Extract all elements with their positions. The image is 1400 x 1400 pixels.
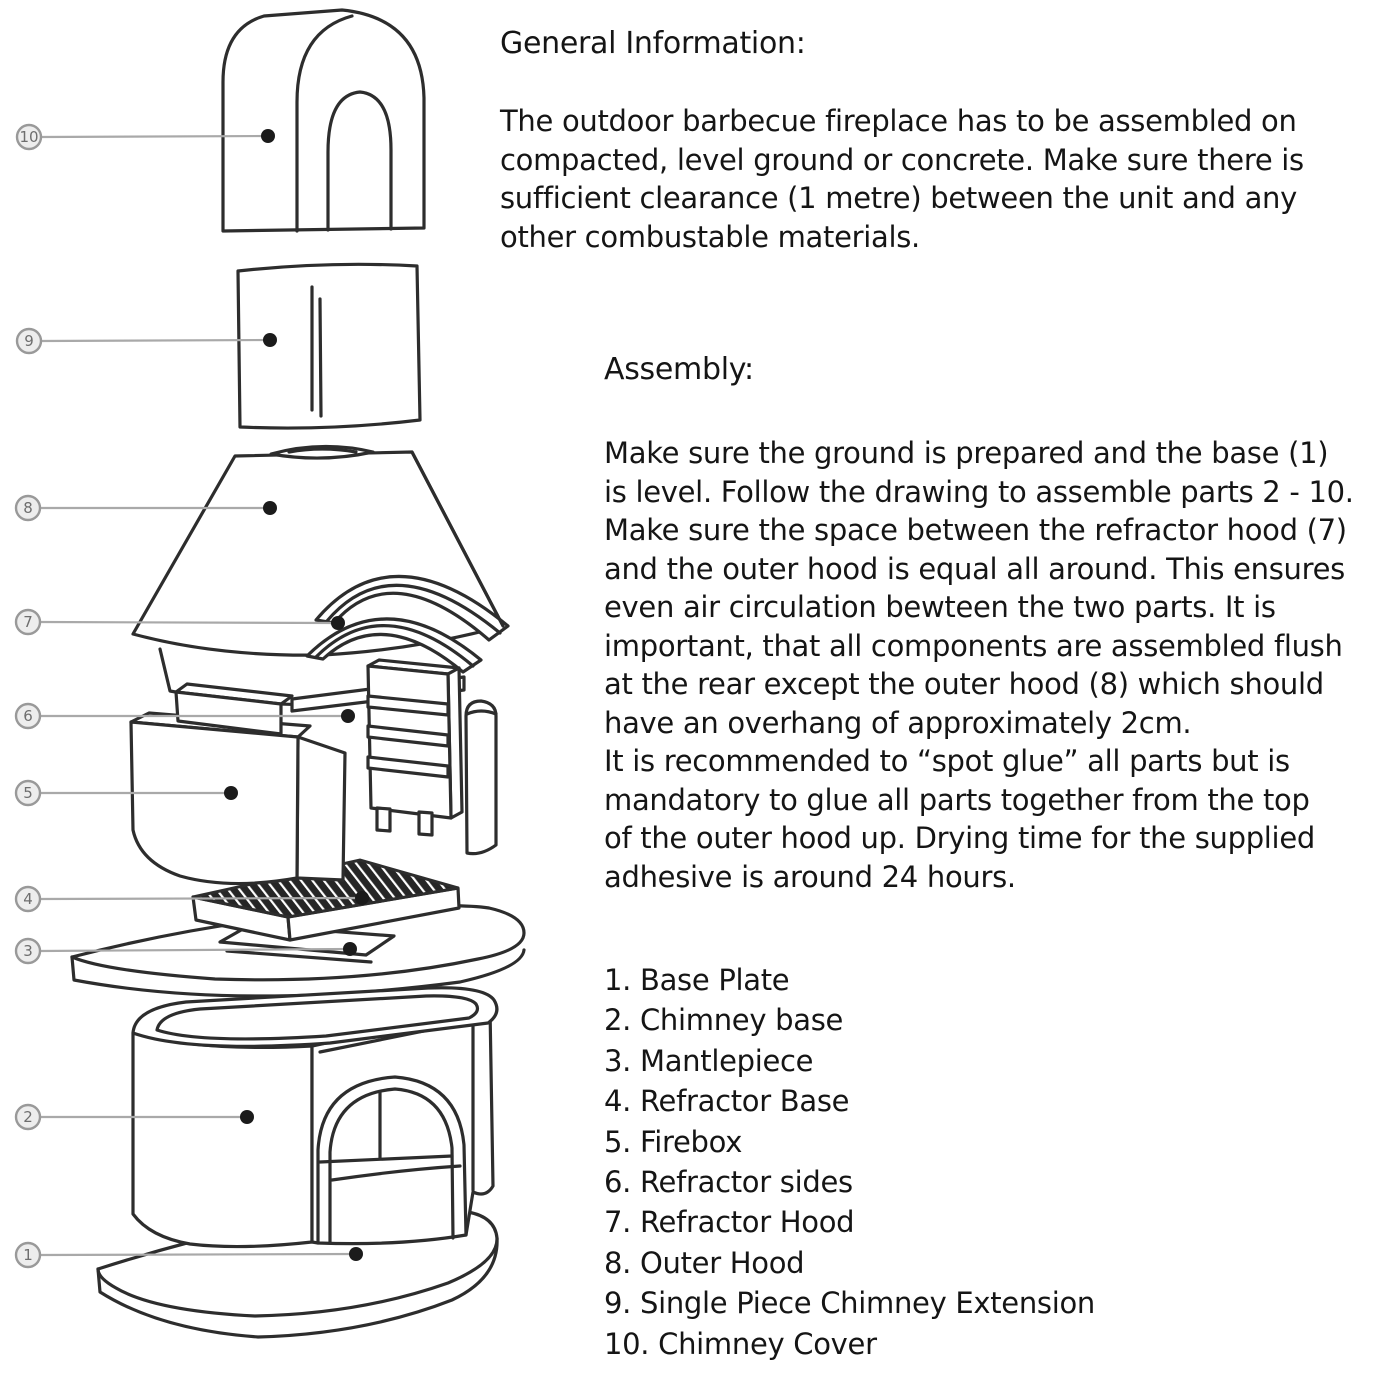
paragraph-line: adhesive is around 24 hours. [604,859,1016,894]
callout-layer: 10 9 8 7 6 5 [14,123,369,1269]
paragraph-line: even air circulation bewteen the two par… [604,590,1276,624]
assembly-paragraph: Make sure the ground is prepared and the… [604,434,1354,896]
paragraph-line: sufficient clearance (1 metre) between t… [500,181,1298,215]
part-2-chimney-base [131,986,499,1249]
callout-7: 7 [14,608,345,636]
paragraph-line: compacted, level ground or concrete. Mak… [500,142,1304,177]
assembly-title-text: Assembly: [604,352,754,387]
callout-8: 8 [14,494,277,522]
paragraph-line: other combustable materials. [500,219,920,254]
parts-list-item: 6. Refractor sides [604,1165,853,1200]
callout-7-label: 7 [23,613,33,631]
parts-list-item: 2. Chimney base [604,1003,844,1038]
paragraph-line: important, that all components are assem… [604,628,1343,663]
paragraph-line: and the outer hood is equal all around. … [604,551,1345,586]
part-6-refractor-sides [174,658,498,856]
general-info-title-text: General Information: [500,26,806,61]
general-info-title: General Information: [500,26,806,61]
callout-8-label: 8 [23,499,33,517]
exploded-view-diagram: 10 9 8 7 6 5 [14,8,526,1339]
part-7-refractor-hood [305,450,510,674]
callout-9-label: 9 [24,332,34,350]
paragraph-line: Make sure the space between the refracto… [604,513,1347,547]
paragraph-line: It is recommended to “spot glue” all par… [604,744,1290,778]
general-info-paragraph: The outdoor barbecue fireplace has to be… [500,102,1304,256]
callout-2: 2 [14,1103,254,1131]
parts-list-item: 1. Base Plate [604,963,790,997]
parts-list: 1. Base Plate 2. Chimney base 3. Mantlep… [604,960,1095,1364]
parts-list-item: 5. Firebox [604,1124,743,1159]
parts-list-item: 8. Outer Hood [604,1245,805,1280]
callout-1: 1 [14,1241,363,1269]
parts-list-item: 9. Single Piece Chimney Extension [604,1286,1096,1321]
callout-5: 5 [14,779,238,807]
paragraph-line: at the rear except the outer hood (8) wh… [604,667,1324,701]
callout-3: 3 [14,937,357,965]
callout-3-label: 3 [23,942,33,960]
callout-9: 9 [15,327,277,355]
paragraph-line: The outdoor barbecue fireplace has to be… [500,104,1297,138]
parts-list-item: 7. Refractor Hood [604,1205,855,1240]
callout-5-label: 5 [23,784,33,802]
callout-10: 10 [15,123,275,151]
paragraph-line: of the outer hood up. Drying time for th… [604,821,1315,855]
parts-list-item: 10. Chimney Cover [604,1326,877,1361]
part-9-chimney-extension [236,262,422,430]
part-5-firebox [129,711,347,886]
paragraph-line: Make sure the ground is prepared and the… [604,436,1329,470]
paragraph-line: have an overhang of approximately 2cm. [604,705,1192,740]
parts-list-item: 4. Refractor Base [604,1084,850,1119]
callout-6-label: 6 [23,707,33,725]
callout-2-label: 2 [23,1108,33,1126]
part-10-chimney-cover [221,8,426,233]
callout-1-label: 1 [23,1246,33,1264]
callout-4: 4 [14,885,369,913]
callout-10-label: 10 [19,128,38,146]
paragraph-line: is level. Follow the drawing to assemble… [604,474,1354,509]
callout-6: 6 [14,702,355,730]
assembly-title: Assembly: [604,352,754,387]
paragraph-line: mandatory to glue all parts together fro… [604,782,1310,817]
parts-list-item: 3. Mantlepiece [604,1043,814,1078]
callout-4-label: 4 [23,890,33,908]
